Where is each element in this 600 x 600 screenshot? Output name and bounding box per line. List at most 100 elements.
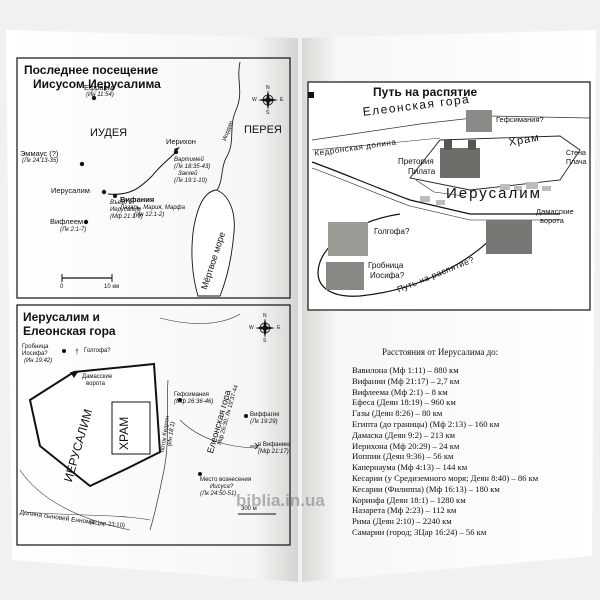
map2-compass-icon: [255, 318, 275, 338]
arrow-to-bethany-icon: [250, 442, 259, 450]
label-jericho-note2: (Лк 18:35-43): [174, 164, 211, 170]
label-entry1: Въезд в: [110, 200, 132, 206]
town-jericho: [173, 149, 179, 155]
label-golgotha: Голгофа?: [84, 348, 111, 354]
watermark: biblia.in.ua: [236, 491, 325, 510]
map2-compass-s: S: [263, 338, 267, 344]
distance-item: Газы (Деян 8:26) – 80 км: [352, 408, 443, 419]
town-jerusalem: [101, 189, 107, 195]
label-to-bethany: в Вифанию: [258, 442, 290, 448]
map1-scale-end: 10 км: [104, 284, 120, 290]
distance-item: Иоппии (Деян 9:36) – 56 км: [352, 451, 454, 462]
cru-label-wall1: Стена: [566, 150, 586, 157]
label-bethphage: Виффагия: [250, 412, 280, 418]
label-efraim: Ефраим: [84, 83, 113, 92]
distance-item: Иерихона (Мф 20:29) – 24 км: [352, 440, 460, 451]
distance-item: Ефеса (Деян 18:19) – 960 км: [352, 397, 456, 408]
cru-label-damascus1: Дамасские: [536, 207, 574, 216]
map1-frame: [16, 57, 291, 299]
distance-item: Самарии (город; 3Цар 16:24) – 56 км: [352, 527, 487, 537]
kidron-line: [149, 379, 169, 531]
cru-label-tomb1: Гробница: [368, 261, 404, 270]
map2-scale-label: 300 м: [241, 506, 257, 512]
map1-scale-start: 0: [60, 284, 64, 290]
distance-item: Египта (до границы) (Мф 2:13) – 160 км: [352, 419, 500, 429]
city-wall-line: [311, 161, 560, 215]
city-buildings: [420, 182, 551, 205]
cru-label-tomb2: Иосифа?: [370, 271, 405, 280]
town-bethlehem: [83, 219, 89, 225]
cru-label-praetorium2: Пилата: [408, 167, 436, 176]
map1-compass-icon: [258, 90, 278, 110]
city-wall: [28, 362, 162, 488]
label-efraim-ref: (Ин 11:54): [86, 92, 114, 98]
distance-item: Капернаума (Мф 4:13) – 144 км: [352, 462, 468, 473]
svg-text:†: †: [75, 349, 79, 356]
map2-compass-n: N: [263, 313, 267, 319]
town-emmaus: [79, 161, 85, 167]
label-jericho-note1: Вартимей: [174, 157, 204, 163]
label-tomb: Гробница: [22, 344, 49, 350]
label-tomb-ref: (Ин 19:42): [24, 358, 53, 364]
photo-praetorium: [440, 148, 480, 178]
map2-compass-e: E: [277, 325, 281, 331]
map1-compass-w: W: [252, 97, 257, 103]
map1-compass-s: S: [266, 110, 270, 116]
cru-label-damascus2: ворота: [540, 216, 564, 225]
distances-title: Расстояния от Иерусалима до:: [382, 347, 499, 357]
map1-compass-e: E: [280, 97, 284, 103]
map2-title-line1: Иерусалим и: [23, 310, 100, 324]
jordan-river: [215, 61, 241, 193]
photo-golgotha: [328, 222, 368, 256]
dead-sea: [191, 189, 235, 297]
map1-title-line1: Последнее посещение: [24, 63, 159, 77]
label-ascension1: Место вознесения: [200, 477, 252, 483]
point-ascension: [198, 472, 202, 476]
label-to-bethany-ref: (Мф 21:17): [258, 449, 289, 455]
cru-label-gethsemane: Гефсимания?: [496, 115, 544, 124]
label-judea: ИУДЕЯ: [90, 127, 128, 139]
distance-item: Вифлеема (Мф 2:1) – 8 км: [352, 386, 448, 397]
town-efraim: [91, 95, 97, 101]
label-ascension3: (Лк 24:50-51): [200, 491, 237, 497]
distance-item: Назарета (Мф 2:23) – 112 км: [352, 505, 457, 516]
label-jericho-note4: (Лк 19:1-10): [174, 178, 207, 184]
label-bethany-note1: Лазарь, Мария, Марфа: [120, 205, 185, 211]
label-bethlehem-ref: (Лк 2:1-7): [60, 227, 87, 233]
map1-title-line2: Иисусом Иерусалима: [33, 77, 161, 91]
cru-label-wall2: Плача: [566, 159, 587, 166]
distance-item: Дамаска (Деян 9:2) – 213 км: [352, 429, 456, 440]
photo-damascus-gate: [486, 220, 532, 254]
crucifixion-title: Путь на распятие: [373, 85, 478, 99]
route-line: [107, 151, 177, 195]
label-bethphage-ref: (Лк 19:29): [250, 419, 278, 425]
point-tomb: [62, 349, 66, 353]
label-jericho: Иерихон: [166, 137, 196, 146]
label-emmaus: Эммаус (?): [20, 149, 59, 158]
label-damascus1: Дамасские: [82, 374, 113, 380]
map2-frame: [16, 304, 291, 546]
label-gethsemane: Гефсимания: [174, 392, 209, 398]
label-entry2: Иерусалим: [110, 207, 141, 213]
label-bethany-note2: (Ин 12:1-2): [134, 212, 165, 218]
cru-label-golgotha: Голгофа?: [374, 227, 410, 236]
temple-platform: [409, 135, 581, 191]
label-jericho-note3: Закхей: [178, 171, 198, 177]
map2-title-line2: Елеонская гора: [23, 324, 116, 338]
label-damascus2: ворота: [86, 381, 106, 387]
photo-tomb: [326, 262, 364, 290]
distance-item: Коринфа (Деян 18:1) – 1280 км: [352, 494, 466, 505]
point-gethsemane: [178, 398, 182, 402]
map1-compass-n: N: [266, 85, 270, 91]
temple-area: [111, 401, 151, 455]
label-tomb2: Иосифа?: [22, 351, 48, 357]
town-bethany: [113, 194, 117, 198]
cru-label-jerusalem: Иерусалим: [446, 185, 542, 202]
label-emmaus-ref: (Лк 24:13-35): [22, 158, 59, 164]
point-bethphage: [244, 414, 248, 418]
label-jerusalem: Иерусалим: [51, 186, 90, 195]
